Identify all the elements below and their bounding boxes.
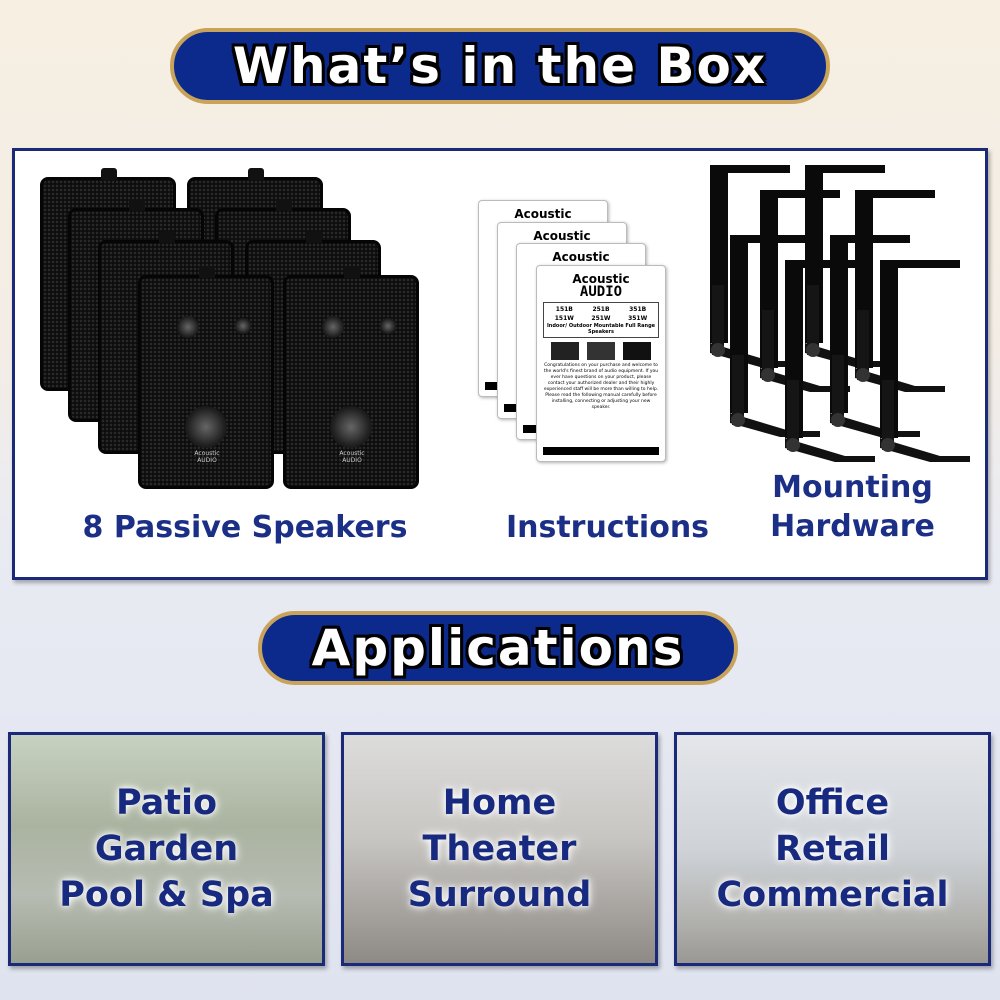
card-thumbs xyxy=(547,342,655,360)
heading-text: What’s in the Box xyxy=(232,37,768,95)
tile-line: Patio xyxy=(115,783,218,823)
instructions-label: Instructions xyxy=(505,510,710,545)
tile-line: Retail xyxy=(774,829,891,869)
whats-in-the-box-heading: What’s in the Box xyxy=(170,28,830,104)
bracket xyxy=(710,165,800,367)
tile-line: Commercial xyxy=(716,875,949,915)
speakers-label: 8 Passive Speakers xyxy=(82,510,408,545)
card-body: Congratulations on your purchase and wel… xyxy=(543,363,659,410)
tile-line: Office xyxy=(775,783,890,823)
application-tile-home: Home Theater Surround xyxy=(341,732,658,966)
card-brand: Acoustic xyxy=(572,272,630,286)
tweeter xyxy=(177,316,199,338)
bracket xyxy=(760,190,850,392)
tweeter xyxy=(380,318,396,334)
speaker: Acoustic AUDIO xyxy=(283,266,419,489)
hardware-label-line1: Mounting xyxy=(772,470,933,505)
applications-heading: Applications xyxy=(258,611,738,685)
tweeter xyxy=(322,316,344,338)
bracket xyxy=(855,190,945,392)
card-brand: Acoustic xyxy=(552,250,610,264)
brand-logo: Acoustic AUDIO xyxy=(194,450,220,464)
card-brand-2: AUDIO xyxy=(579,284,623,300)
brand-logo: Acoustic AUDIO xyxy=(339,450,365,464)
tweeter xyxy=(235,318,251,334)
woofer xyxy=(185,406,227,448)
tile-line: Pool & Spa xyxy=(59,875,274,915)
speaker: Acoustic AUDIO xyxy=(138,266,274,489)
tile-line: Surround xyxy=(407,875,592,915)
tile-line: Theater xyxy=(422,829,577,869)
tile-line: Garden xyxy=(94,829,239,869)
card-brand: Acoustic xyxy=(533,229,591,243)
application-tile-commercial: Office Retail Commercial xyxy=(674,732,991,966)
card-brand: Acoustic xyxy=(514,207,572,221)
hardware-label-line2: Hardware xyxy=(770,509,935,544)
heading-text: Applications xyxy=(311,619,685,677)
mounting-brackets-image xyxy=(710,165,970,462)
bracket xyxy=(880,260,970,462)
woofer xyxy=(330,406,372,448)
card-bar xyxy=(543,447,659,455)
application-tile-outdoor: Patio Garden Pool & Spa xyxy=(8,732,325,966)
tile-line: Home xyxy=(442,783,557,823)
bracket xyxy=(785,260,875,462)
